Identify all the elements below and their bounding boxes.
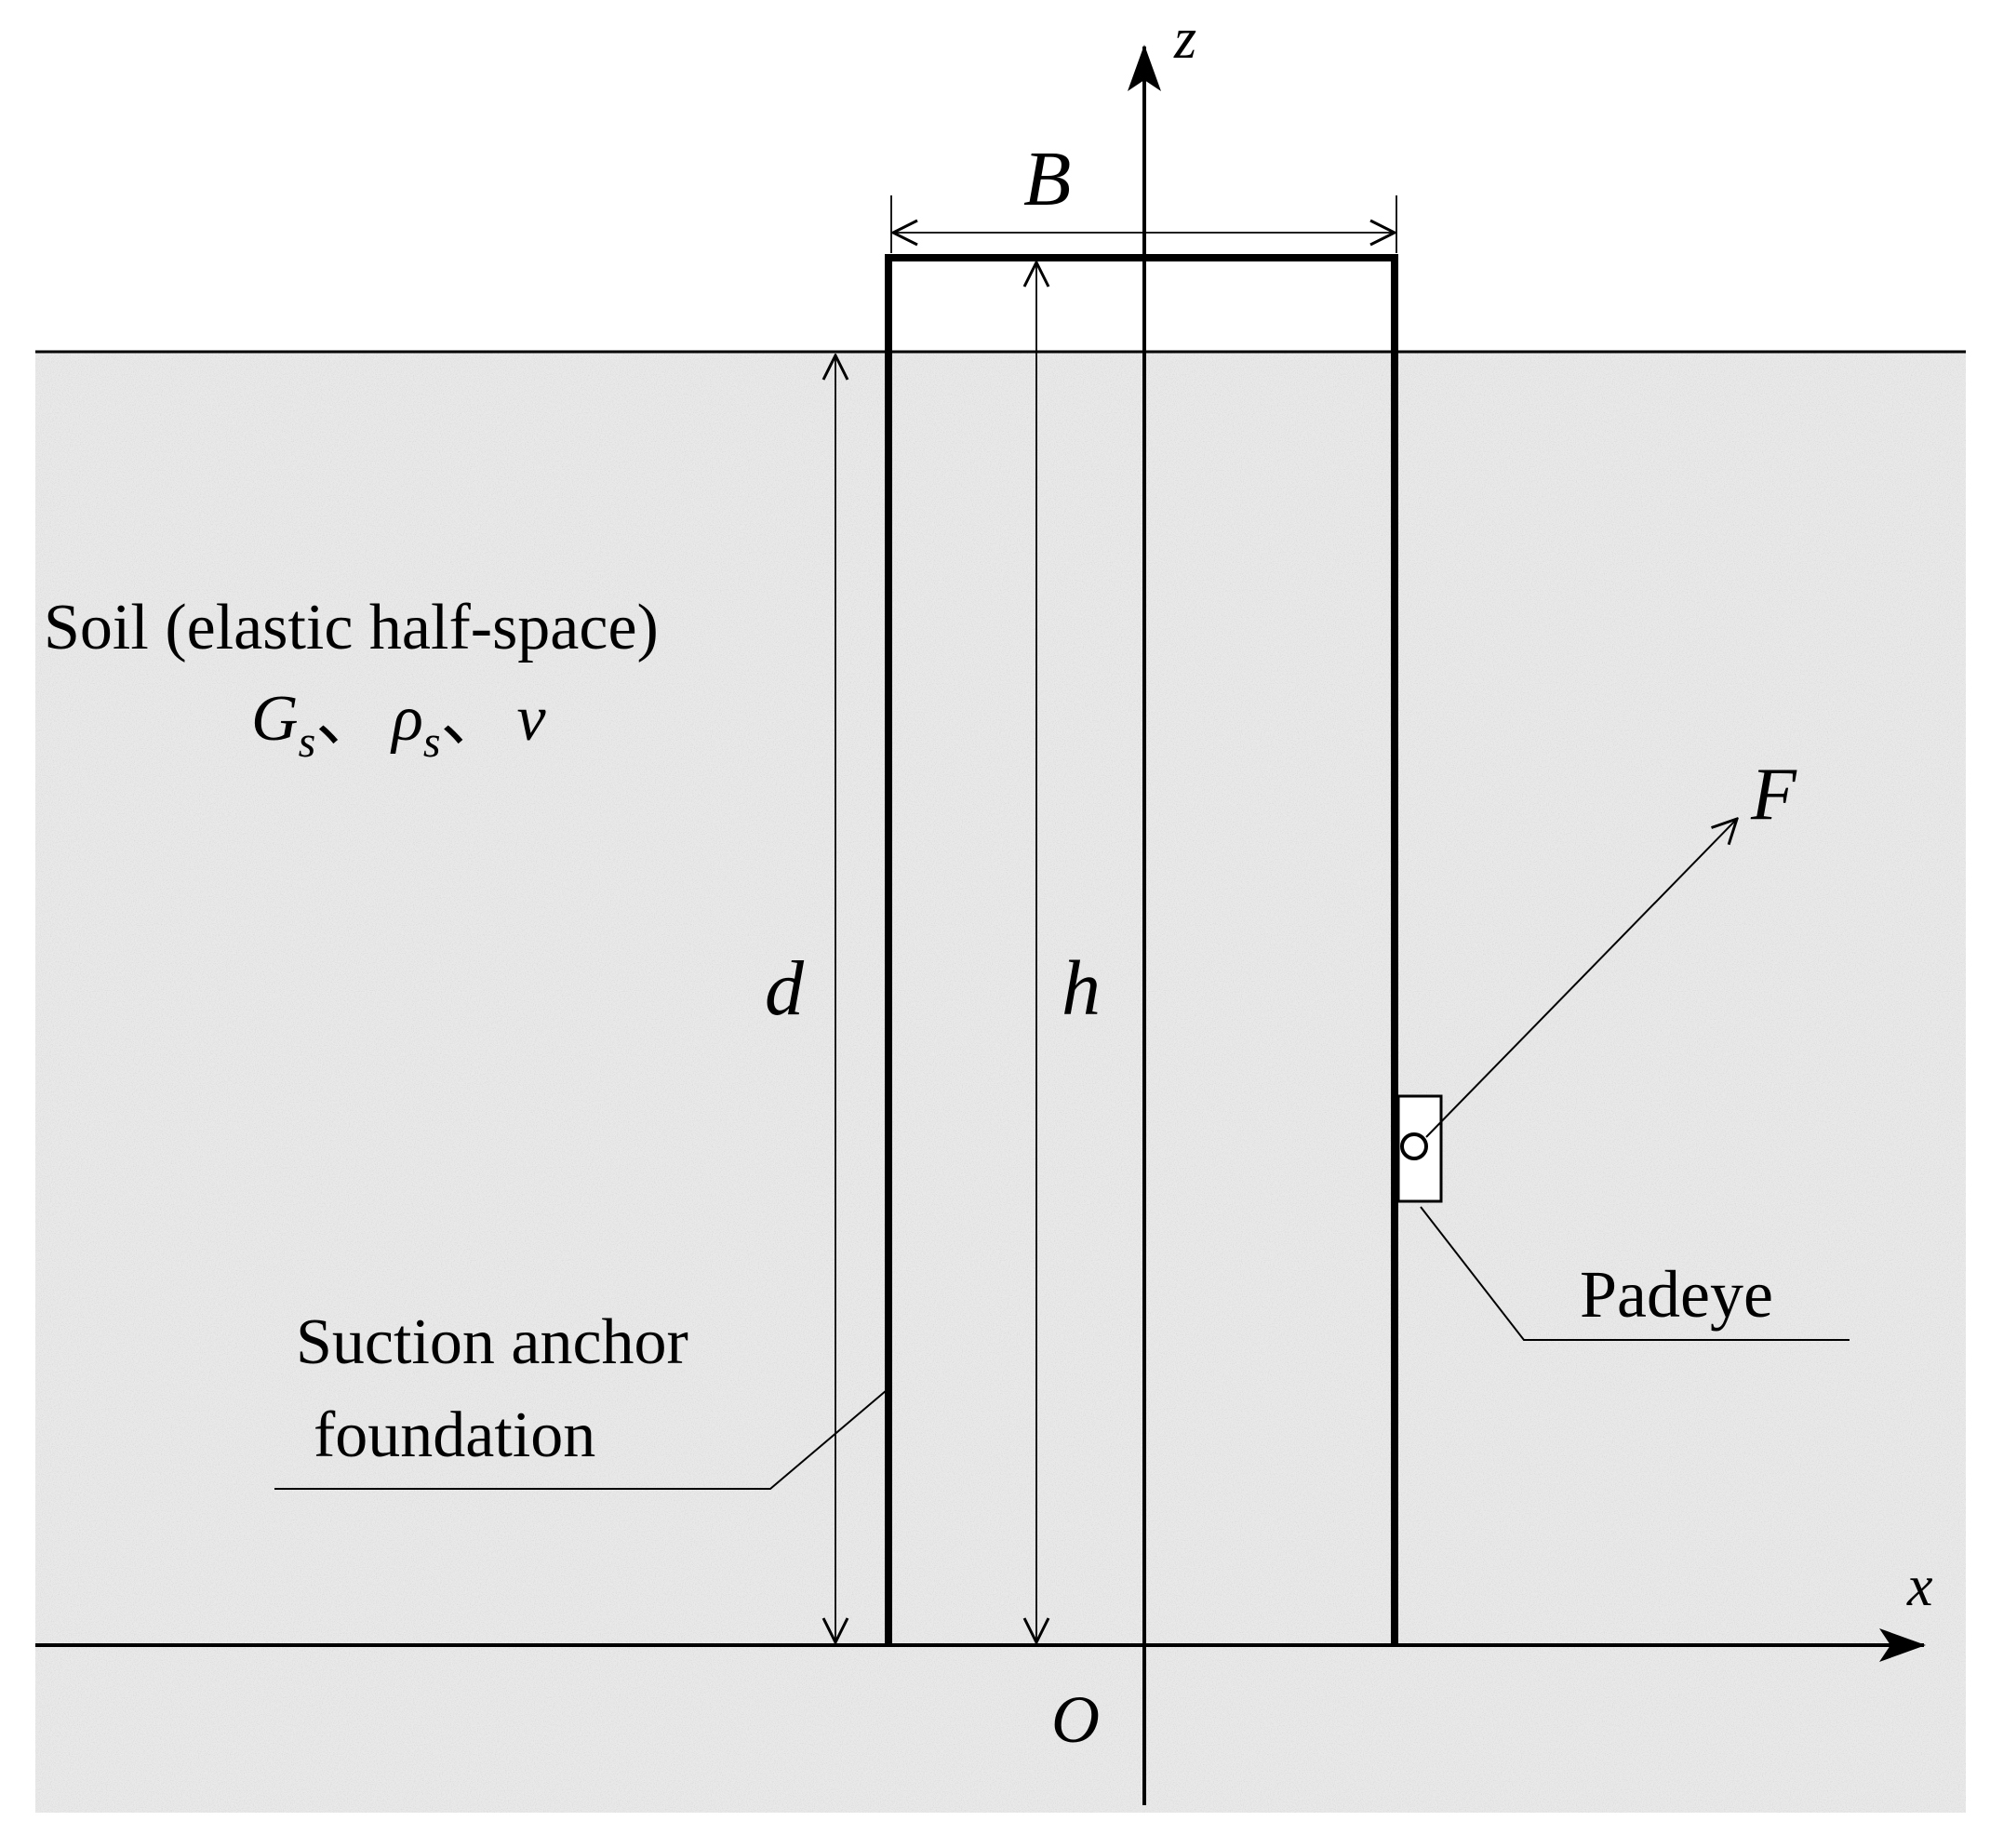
soil-shear-modulus: G <box>251 683 299 755</box>
anchor-label-line2: foundation <box>314 1399 595 1471</box>
soil-density: ρ <box>390 683 423 755</box>
origin-label: O <box>1051 1682 1100 1757</box>
soil-title: Soil (elastic half-space) <box>44 592 659 663</box>
soil-shear-modulus-subscript: s <box>299 717 316 767</box>
padeye-label: Padeye <box>1580 1257 1773 1332</box>
anchor-label-line1: Suction anchor <box>296 1306 688 1378</box>
soil-separator-2: 、 <box>441 683 506 755</box>
embed-depth-label: d <box>765 945 805 1032</box>
x-axis-label: x <box>1906 1555 1933 1618</box>
height-label: h <box>1062 945 1101 1032</box>
z-axis-label: z <box>1173 7 1196 71</box>
force-label: F <box>1750 754 1797 836</box>
dimension-b <box>890 195 1397 253</box>
width-label: B <box>1023 136 1071 222</box>
suction-anchor <box>885 254 1398 1643</box>
soil-region <box>35 352 1966 1813</box>
soil-density-subscript: s <box>423 717 441 767</box>
soil-separator-1: 、 <box>315 683 381 755</box>
soil-texture <box>35 352 1966 1813</box>
force-arrow <box>1425 819 1737 1138</box>
soil-properties: Gs、ρs、ν <box>251 683 547 767</box>
padeye-hole <box>1400 1132 1428 1160</box>
anchor-leader-line <box>274 1389 888 1490</box>
soil-poisson-ratio: ν <box>517 683 547 755</box>
padeye-leader-line <box>1420 1206 1850 1341</box>
padeye <box>1396 1094 1443 1203</box>
